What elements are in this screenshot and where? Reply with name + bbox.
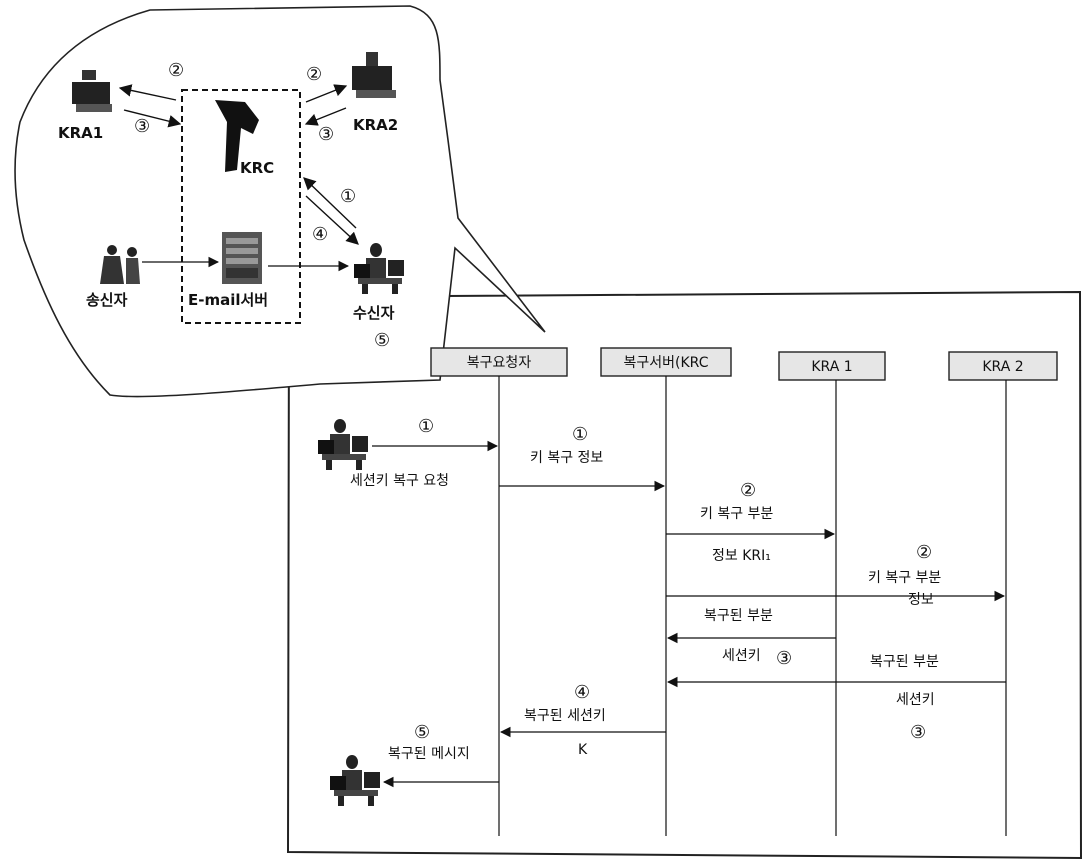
msg3-step: ③	[776, 648, 792, 669]
msg3-text-b: 세션키	[722, 648, 761, 664]
msg2b-text-b: 정보	[908, 592, 934, 608]
step-1-top: ①	[340, 186, 356, 207]
kra1-label: KRA1	[58, 124, 103, 142]
step-3-left: ③	[134, 116, 150, 137]
msg1b-step: ①	[572, 424, 588, 445]
lifeline-header-krc: 복구서버(KRC	[601, 348, 731, 376]
msg3b-step: ③	[910, 722, 926, 743]
step-2-right: ②	[306, 64, 322, 85]
svg-text:KRA 2: KRA 2	[982, 359, 1023, 375]
lifeline-header-requester: 복구요청자	[431, 348, 567, 376]
email-server-icon	[222, 232, 262, 284]
msg4-text-b: K	[578, 742, 588, 758]
step-4-top: ④	[312, 224, 328, 245]
msg3b-text-b: 세션키	[896, 692, 935, 708]
msg2-text-a: 키 복구 부분	[700, 506, 773, 522]
msg1-step: ①	[418, 416, 434, 437]
svg-text:복구서버(KRC: 복구서버(KRC	[624, 355, 709, 371]
svg-text:복구요청자: 복구요청자	[467, 355, 532, 371]
email-server-label: E-mail서버	[188, 291, 268, 309]
msg2-step: ②	[740, 480, 756, 501]
krc-label: KRC	[240, 159, 274, 177]
msg4-step: ④	[574, 682, 590, 703]
msg2-text-b: 정보 KRI₁	[712, 548, 771, 564]
msg3b-text-a: 복구된 부분	[870, 654, 939, 670]
step-5-top: ⑤	[374, 330, 390, 351]
sender-label: 송신자	[86, 291, 128, 309]
lifeline-header-kra2: KRA 2	[949, 352, 1057, 380]
step-3-right: ③	[318, 124, 334, 145]
step-2-left: ②	[168, 60, 184, 81]
receiver-label: 수신자	[353, 304, 395, 322]
msg2b-step: ②	[916, 542, 932, 563]
msg5-step: ⑤	[414, 722, 430, 743]
msg3-text-a: 복구된 부분	[704, 608, 773, 624]
kra2-label: KRA2	[353, 116, 398, 134]
lifeline-header-kra1: KRA 1	[779, 352, 885, 380]
msg2b-text-a: 키 복구 부분	[868, 570, 941, 586]
svg-text:KRA 1: KRA 1	[811, 359, 852, 375]
msg5-text: 복구된 메시지	[388, 746, 470, 762]
msg1b-text: 키 복구 정보	[530, 450, 603, 466]
msg4-text-a: 복구된 세션키	[524, 708, 606, 724]
msg1-text: 세션키 복구 요청	[350, 473, 449, 489]
